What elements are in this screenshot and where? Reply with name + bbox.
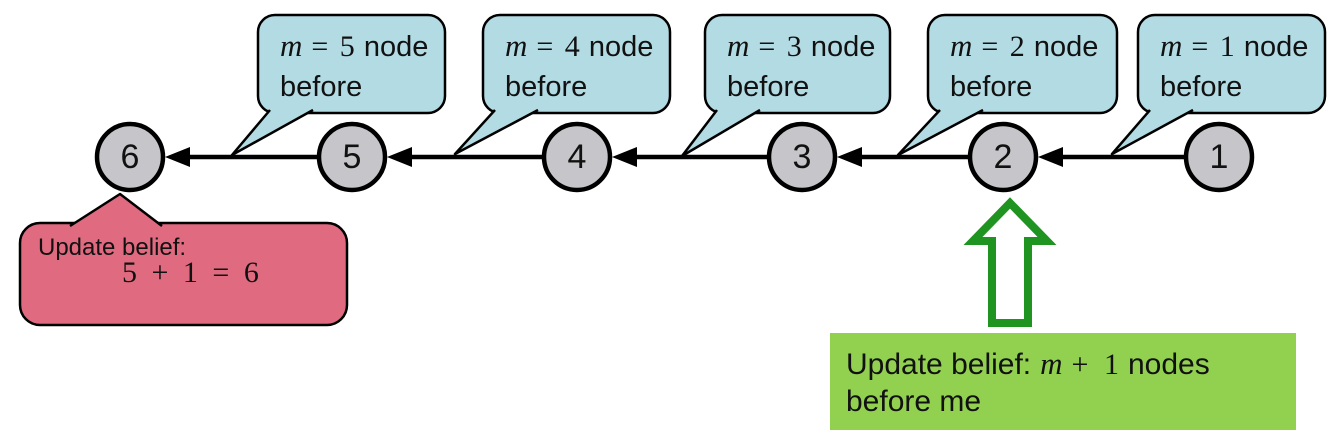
green-note-line2: before me bbox=[846, 385, 982, 418]
node-label-5: 5 bbox=[342, 138, 362, 176]
math-var: m bbox=[1040, 346, 1063, 381]
callout-bubble-m4 bbox=[481, 13, 672, 115]
math-var: m bbox=[280, 28, 303, 63]
callout-bubble-m1 bbox=[1136, 13, 1327, 115]
arrowhead-into-6 bbox=[165, 147, 190, 167]
callout-noun: node bbox=[810, 31, 876, 63]
callout-noun: node bbox=[1033, 31, 1099, 63]
math-var: m bbox=[505, 28, 528, 63]
callout-bubble-m5 bbox=[256, 13, 447, 115]
callout-m4-line2: before bbox=[505, 71, 588, 103]
node-label-2: 2 bbox=[993, 138, 1013, 176]
green-note-box bbox=[830, 333, 1296, 430]
callout-tail-m4 bbox=[453, 108, 539, 156]
node-label-6: 6 bbox=[120, 138, 140, 176]
node-circle-1 bbox=[1183, 121, 1255, 193]
pink-bubble-line2: 5 + 1 = 6 bbox=[122, 256, 259, 289]
callout-noun: node bbox=[1243, 31, 1309, 63]
math-eq: = 4 bbox=[536, 30, 580, 63]
node-circle-2 bbox=[967, 121, 1039, 193]
callout-m3-line2: before bbox=[727, 71, 810, 103]
blue-callout-shapes bbox=[230, 13, 1327, 158]
callout-noun: node bbox=[363, 31, 429, 63]
callout-m1-line2: before bbox=[1160, 71, 1243, 103]
node-label-4: 4 bbox=[567, 138, 587, 176]
arrowhead-into-3 bbox=[837, 147, 862, 167]
green-note-prefix: Update belief: bbox=[846, 348, 1032, 381]
callout-bubble-m3 bbox=[703, 13, 892, 115]
arrowhead-into-2 bbox=[1038, 147, 1063, 167]
math-eq: = 5 bbox=[311, 30, 355, 63]
green-note-suffix: nodes bbox=[1127, 348, 1210, 381]
math-eq: = 3 bbox=[758, 30, 802, 63]
callout-m5-line2: before bbox=[280, 71, 363, 103]
node-circle-4 bbox=[541, 121, 613, 193]
pink-callout-shape bbox=[18, 192, 349, 327]
math-plus-one: + 1 bbox=[1071, 348, 1119, 381]
node-circle-3 bbox=[766, 121, 838, 193]
green-up-arrow bbox=[963, 197, 1057, 327]
callout-tail-m2 bbox=[896, 108, 984, 157]
callout-tail-m3 bbox=[680, 108, 761, 158]
node-circle-6 bbox=[94, 121, 166, 193]
edge-arrowheads bbox=[165, 147, 1063, 167]
callout-tail-m1 bbox=[1110, 108, 1194, 156]
math-eq: = 1 bbox=[1191, 30, 1235, 63]
callout-m2-line2: before bbox=[950, 71, 1033, 103]
node-label-3: 3 bbox=[792, 138, 812, 176]
node-circle-5 bbox=[316, 121, 388, 193]
math-var: m bbox=[1160, 28, 1183, 63]
node-circles bbox=[94, 121, 1255, 193]
pink-bubble-tail bbox=[69, 192, 163, 228]
callout-bubble-m2 bbox=[926, 13, 1119, 115]
pink-bubble bbox=[18, 221, 349, 327]
arrowhead-into-4 bbox=[612, 147, 637, 167]
arrowhead-into-5 bbox=[387, 147, 412, 167]
math-var: m bbox=[727, 28, 750, 63]
math-var: m bbox=[950, 28, 973, 63]
callout-noun: node bbox=[588, 31, 654, 63]
callout-tail-m5 bbox=[230, 108, 314, 157]
pink-bubble-line1: Update belief: bbox=[38, 234, 187, 261]
math-eq: = 2 bbox=[981, 30, 1025, 63]
node-label-1: 1 bbox=[1209, 138, 1229, 176]
